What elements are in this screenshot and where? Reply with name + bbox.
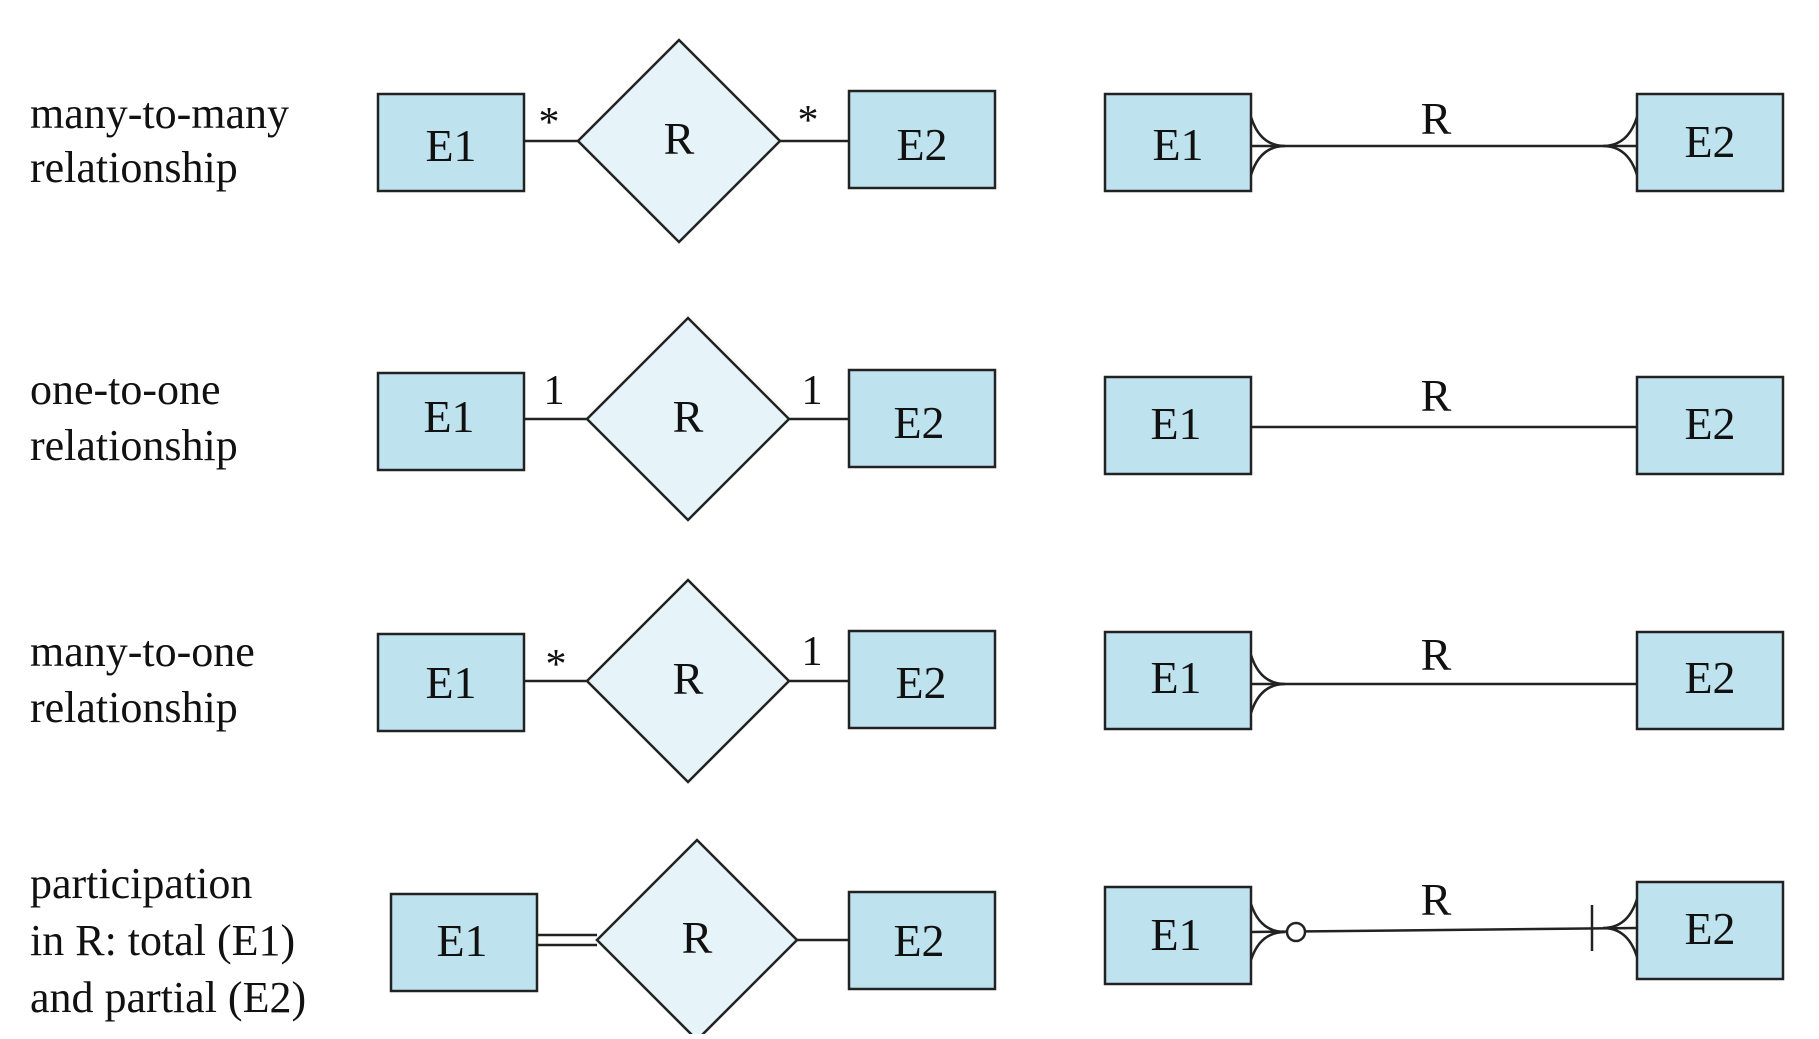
chen-notation: E1 R E2 [389, 838, 997, 1039]
entity-e1-label: E1 [1150, 909, 1201, 960]
relationship-label: R [1421, 93, 1452, 144]
entity-e1-label: E1 [1150, 398, 1201, 449]
row-many-to-many: many-to-many relationship E1 R E2 * * E1… [30, 38, 1785, 244]
row-label-line-3: and partial (E2) [30, 973, 306, 1022]
row-label-line-2: relationship [30, 683, 238, 732]
row-label-line-1: participation [30, 859, 252, 908]
entity-e1 [376, 92, 526, 193]
entity-e2 [847, 368, 997, 469]
entity-e1 [376, 371, 526, 472]
entity-e2-label: E2 [893, 915, 944, 966]
crows-foot-many-left [1249, 654, 1286, 714]
entity-e1 [389, 892, 539, 993]
entity-e1-label: E1 [423, 391, 474, 442]
row-participation: participation in R: total (E1) and parti… [30, 838, 1785, 1039]
row-label-line-2: relationship [30, 143, 238, 192]
chen-notation: E1 R E2 * 1 [376, 578, 997, 784]
relationship-label: R [682, 912, 713, 963]
entity-e2-label: E2 [1684, 116, 1735, 167]
entity-e2 [1635, 880, 1785, 981]
relationship-label: R [673, 653, 704, 704]
relationship-label: R [1421, 629, 1452, 680]
entity-e1-label: E1 [1152, 119, 1203, 170]
connector-line [1250, 926, 1638, 934]
relationship-diamond [585, 316, 791, 522]
row-label-line-2: relationship [30, 421, 238, 470]
entity-e2 [847, 629, 997, 730]
entity-e1-label: E1 [436, 915, 487, 966]
entity-e1 [1103, 92, 1253, 193]
chen-notation: E1 R E2 1 1 [376, 316, 997, 522]
entity-e1 [1103, 375, 1253, 476]
entity-e1 [1103, 885, 1253, 986]
relationship-label: R [1421, 370, 1452, 421]
entity-e1 [376, 632, 526, 733]
crows-foot-notation: E1 E2 R [1103, 92, 1785, 193]
row-label-line-1: many-to-many [30, 89, 289, 138]
entity-e2-label: E2 [895, 657, 946, 708]
zero-circle-mark [1285, 921, 1307, 943]
chen-notation: E1 R E2 * * [376, 38, 997, 244]
cardinality-left: * [546, 642, 567, 688]
relationship-diamond [585, 578, 791, 784]
crows-foot-many-left [1249, 116, 1286, 176]
relationship-diamond [576, 38, 782, 244]
entity-e2-label: E2 [1684, 652, 1735, 703]
row-many-to-one: many-to-one relationship E1 R E2 * 1 E1 … [30, 578, 1785, 784]
entity-e2 [1635, 375, 1785, 476]
cardinality-left: * [539, 100, 560, 146]
entity-e1-label: E1 [425, 657, 476, 708]
relationship-diamond [595, 838, 799, 1039]
cardinality-right: 1 [802, 368, 823, 414]
entity-e2-label: E2 [893, 397, 944, 448]
row-label-line-1: many-to-one [30, 627, 255, 676]
cardinality-left: 1 [544, 368, 565, 414]
entity-e2 [1635, 92, 1785, 193]
entity-e2-label: E2 [1684, 903, 1735, 954]
entity-e1-label: E1 [425, 120, 476, 171]
cardinality-right: 1 [802, 629, 823, 675]
entity-e2-label: E2 [896, 119, 947, 170]
crows-foot-notation: E1 E2 R [1103, 629, 1785, 731]
entity-e2-label: E2 [1684, 398, 1735, 449]
crows-foot-many-right [1602, 116, 1639, 176]
row-label-line-1: one-to-one [30, 365, 221, 414]
cardinality-right: * [798, 98, 819, 144]
row-label-line-2: in R: total (E1) [30, 916, 295, 965]
crows-foot-many-right [1602, 898, 1639, 958]
entity-e1 [1103, 630, 1253, 731]
relationship-label: R [664, 113, 695, 164]
entity-e2 [847, 89, 997, 190]
relationship-label: R [673, 391, 704, 442]
crows-foot-notation: E1 E2 R [1103, 370, 1785, 476]
crows-foot-many-left [1249, 903, 1286, 961]
crows-foot-notation: E1 E2 R [1103, 874, 1785, 986]
relationship-label: R [1421, 874, 1452, 925]
row-one-to-one: one-to-one relationship E1 R E2 1 1 E1 E… [30, 316, 1785, 522]
entity-e1-label: E1 [1150, 652, 1201, 703]
entity-e2 [847, 890, 997, 991]
entity-e2 [1635, 630, 1785, 731]
